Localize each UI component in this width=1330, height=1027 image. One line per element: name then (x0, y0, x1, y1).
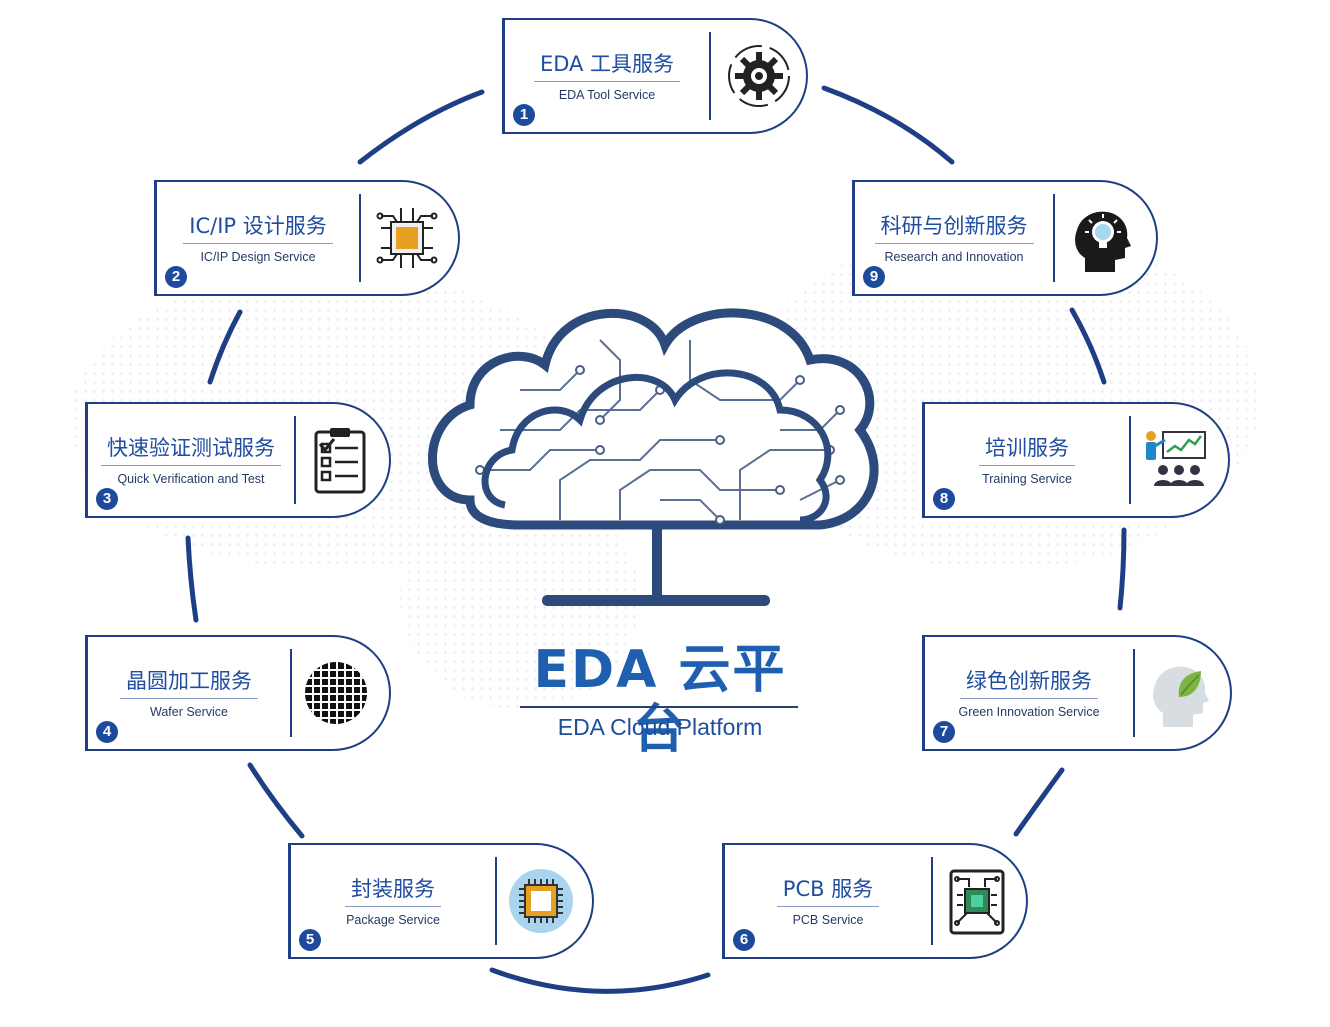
pcb-icon (949, 869, 1005, 935)
card-divider (294, 416, 296, 504)
gear-icon (728, 45, 790, 107)
training-presentation-icon (1146, 431, 1206, 486)
card-divider (709, 32, 711, 120)
service-card-pcb[interactable]: PCB 服务 PCB Service 6 (722, 843, 1028, 959)
service-number-badge: 7 (933, 721, 955, 743)
ring-arc (185, 535, 199, 623)
card-divider (1133, 649, 1135, 737)
service-card-wafer[interactable]: 晶圆加工服务 Wafer Service 4 (85, 635, 391, 751)
service-title-cn: EDA 工具服务 (533, 50, 681, 82)
platform-title: EDA 云平台 (533, 640, 787, 760)
service-number-badge: 1 (513, 104, 535, 126)
service-card-quick-verification[interactable]: 快速验证测试服务 Quick Verification and Test 3 (85, 402, 391, 518)
card-divider (1129, 416, 1131, 504)
ring-arc (207, 309, 243, 385)
service-title-en: PCB Service (792, 913, 864, 927)
ring-arc (247, 762, 305, 839)
service-title-cn: 封装服务 (345, 875, 441, 907)
service-title-en: Research and Innovation (884, 250, 1024, 264)
package-chip-icon (509, 869, 573, 933)
green-head-leaf-icon (1153, 666, 1209, 727)
ring-arc (1117, 527, 1127, 611)
ring-arc (821, 85, 955, 165)
service-number-badge: 8 (933, 488, 955, 510)
cloud-stand-base (542, 595, 770, 606)
service-number-badge: 3 (96, 488, 118, 510)
ring-arc (357, 89, 485, 165)
service-card-package[interactable]: 封装服务 Package Service 5 (288, 843, 594, 959)
card-divider (1053, 194, 1055, 282)
circuit-chip-icon (376, 208, 438, 268)
service-card-research-innovation[interactable]: 科研与创新服务 Research and Innovation 9 (852, 180, 1158, 296)
ring-arc (1069, 307, 1107, 385)
service-number-badge: 9 (863, 266, 885, 288)
service-title-en: IC/IP Design Service (200, 250, 316, 264)
service-title-cn: 科研与创新服务 (874, 212, 1034, 244)
service-title-en: EDA Tool Service (558, 88, 656, 102)
service-card-green-innovation[interactable]: 绿色创新服务 Green Innovation Service 7 (922, 635, 1232, 751)
service-title-en: Training Service (982, 472, 1072, 486)
service-card-training[interactable]: 培训服务 Training Service 8 (922, 402, 1230, 518)
service-title-en: Package Service (346, 913, 440, 927)
wafer-icon (305, 662, 367, 724)
service-title-en: Quick Verification and Test (117, 472, 265, 486)
card-divider (359, 194, 361, 282)
map-dots-south (400, 490, 640, 710)
service-title-cn: IC/IP 设计服务 (183, 212, 333, 244)
cloud-graphic (428, 308, 879, 530)
service-number-badge: 5 (299, 929, 321, 951)
lightbulb-head-icon (1075, 211, 1131, 272)
service-title-cn: PCB 服务 (776, 875, 880, 907)
service-title-en: Green Innovation Service (958, 705, 1100, 719)
service-number-badge: 4 (96, 721, 118, 743)
service-title-en: Wafer Service (149, 705, 229, 719)
title-divider (520, 706, 798, 708)
service-card-icip-design[interactable]: IC/IP 设计服务 IC/IP Design Service 2 (154, 180, 460, 296)
ring-arc (1013, 767, 1065, 837)
checklist-icon (314, 428, 366, 494)
ring-arcs (185, 85, 1127, 994)
card-divider (931, 857, 933, 945)
ring-arc (489, 967, 711, 994)
service-card-eda-tool[interactable]: EDA 工具服务 EDA Tool Service 1 (502, 18, 808, 134)
service-title-cn: 培训服务 (979, 434, 1075, 466)
service-number-badge: 2 (165, 266, 187, 288)
service-title-cn: 晶圆加工服务 (120, 667, 258, 699)
service-number-badge: 6 (733, 929, 755, 951)
cloud-stand-pole (652, 525, 662, 595)
card-divider (290, 649, 292, 737)
service-title-cn: 快速验证测试服务 (101, 434, 281, 466)
service-title-cn: 绿色创新服务 (960, 667, 1098, 699)
platform-subtitle: EDA Cloud Platform (557, 714, 763, 740)
card-divider (495, 857, 497, 945)
